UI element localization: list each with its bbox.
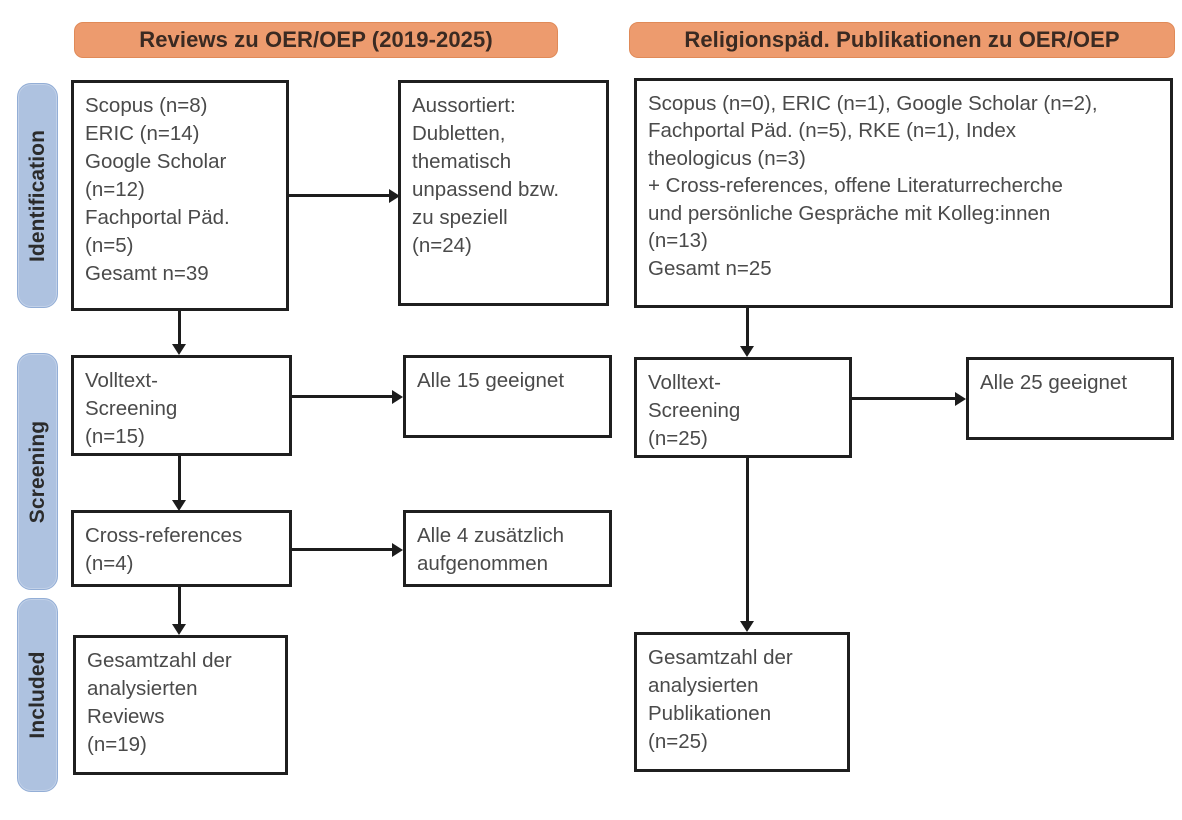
phase-label-included: Included bbox=[25, 651, 49, 739]
column-header-right: Religionspäd. Publikationen zu OER/OEP bbox=[629, 22, 1175, 58]
box-right-sources: Scopus (n=0), ERIC (n=1), Google Scholar… bbox=[634, 78, 1173, 308]
column-header-left: Reviews zu OER/OEP (2019-2025) bbox=[74, 22, 558, 58]
arrowhead-left-crossrefs-to-result bbox=[392, 543, 403, 557]
connector-left-crossrefs-to-included bbox=[178, 587, 181, 624]
phase-bar-included: Included bbox=[17, 598, 58, 792]
connector-right-sources-to-fulltext bbox=[746, 308, 749, 346]
arrowhead-left-fulltext-to-result bbox=[392, 390, 403, 404]
connector-left-sources-to-excluded bbox=[289, 194, 389, 197]
arrowhead-left-fulltext-to-crossrefs bbox=[172, 500, 186, 511]
connector-left-fulltext-to-crossrefs bbox=[178, 456, 181, 500]
box-right-fulltext-screening: Volltext- Screening (n=25) bbox=[634, 357, 852, 458]
connector-right-fulltext-to-result bbox=[852, 397, 955, 400]
arrowhead-right-fulltext-to-result bbox=[955, 392, 966, 406]
arrowhead-right-sources-to-fulltext bbox=[740, 346, 754, 357]
phase-label-identification: Identification bbox=[25, 129, 49, 262]
box-left-included-total: Gesamtzahl der analysierten Reviews (n=1… bbox=[73, 635, 288, 775]
box-left-crossreferences: Cross-references (n=4) bbox=[71, 510, 292, 587]
connector-left-fulltext-to-result bbox=[292, 395, 392, 398]
arrowhead-right-fulltext-to-included bbox=[740, 621, 754, 632]
arrowhead-left-sources-to-excluded bbox=[389, 189, 400, 203]
box-left-fulltext-result: Alle 15 geeignet bbox=[403, 355, 612, 438]
connector-left-crossrefs-to-result bbox=[292, 548, 392, 551]
column-header-left-label: Reviews zu OER/OEP (2019-2025) bbox=[139, 27, 493, 52]
phase-label-screening: Screening bbox=[25, 420, 49, 523]
phase-bar-screening: Screening bbox=[17, 353, 58, 590]
box-left-crossreferences-result: Alle 4 zusätzlich aufgenommen bbox=[403, 510, 612, 587]
box-left-excluded: Aussortiert: Dubletten, thematisch unpas… bbox=[398, 80, 609, 306]
box-right-included-total: Gesamtzahl der analysierten Publikatione… bbox=[634, 632, 850, 772]
arrowhead-left-crossrefs-to-included bbox=[172, 624, 186, 635]
arrowhead-left-sources-to-fulltext bbox=[172, 344, 186, 355]
box-left-sources: Scopus (n=8) ERIC (n=14) Google Scholar … bbox=[71, 80, 289, 311]
box-left-fulltext-screening: Volltext- Screening (n=15) bbox=[71, 355, 292, 456]
connector-left-sources-to-fulltext bbox=[178, 311, 181, 344]
phase-bar-identification: Identification bbox=[17, 83, 58, 308]
box-right-fulltext-result: Alle 25 geeignet bbox=[966, 357, 1174, 440]
connector-right-fulltext-to-included bbox=[746, 458, 749, 621]
column-header-right-label: Religionspäd. Publikationen zu OER/OEP bbox=[684, 27, 1120, 52]
